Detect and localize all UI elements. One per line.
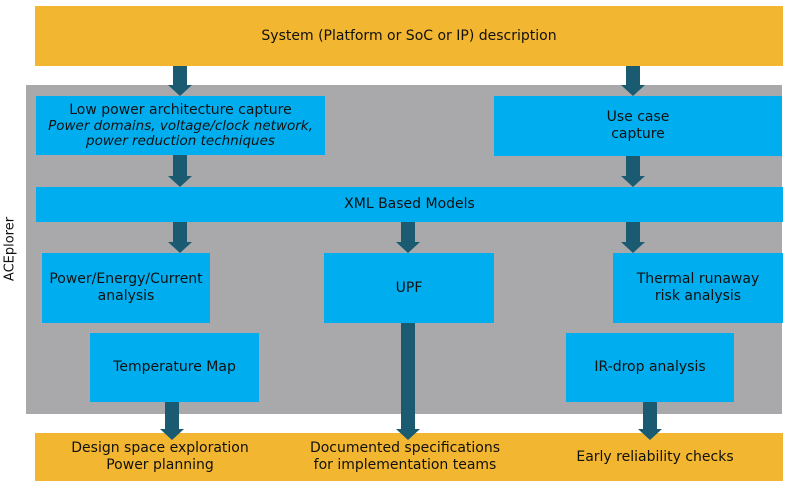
arrow-irdrop-to-output xyxy=(638,402,662,440)
output-specs-line1: Documented specifications xyxy=(309,440,501,456)
output-design-space: Design space exploration Power planning xyxy=(40,433,280,481)
system-description-bar: System (Platform or SoC or IP) descripti… xyxy=(35,6,783,66)
low-power-architecture-capture-box: Low power architecture capture Power dom… xyxy=(36,96,325,155)
arrow-system-to-usecase xyxy=(621,66,645,96)
upf-box: UPF xyxy=(324,253,494,323)
ir-drop-label: IR-drop analysis xyxy=(594,359,706,375)
output-design-space-line1: Design space exploration xyxy=(71,440,249,456)
thermal-box-line2: risk analysis xyxy=(654,288,742,304)
arrow-xml-to-power xyxy=(168,222,192,253)
arrow-tempmap-to-output xyxy=(160,402,184,440)
system-description-label: System (Platform or SoC or IP) descripti… xyxy=(261,27,557,44)
xml-based-models-bar: XML Based Models xyxy=(36,187,783,222)
output-documented-specs: Documented specifications for implementa… xyxy=(290,433,520,481)
temperature-map-label: Temperature Map xyxy=(113,359,236,375)
use-case-line2: capture xyxy=(611,126,665,142)
output-power-planning-line2: Power planning xyxy=(106,457,214,473)
power-box-line1: Power/Energy/Current xyxy=(49,271,203,287)
output-early-reliability: Early reliability checks xyxy=(540,433,770,481)
upf-label: UPF xyxy=(395,279,423,296)
outputs-bar xyxy=(35,433,783,481)
output-specs-line2: for implementation teams xyxy=(313,457,497,473)
ir-drop-analysis-box: IR-drop analysis xyxy=(566,333,734,402)
capture-left-subtitle-line1: Power domains, voltage/clock network, xyxy=(48,118,313,134)
arrow-usecase-to-xml xyxy=(621,156,645,187)
arrow-upf-to-output xyxy=(396,323,420,440)
thermal-runaway-box: Thermal runaway risk analysis xyxy=(613,253,783,323)
thermal-box-line1: Thermal runaway xyxy=(636,271,760,287)
capture-left-title: Low power architecture capture xyxy=(69,102,292,118)
power-box-line2: analysis xyxy=(97,288,155,304)
arrow-xml-to-upf xyxy=(396,222,420,253)
use-case-line1: Use case xyxy=(606,109,670,125)
capture-left-subtitle-line2: power reduction techniques xyxy=(86,133,275,149)
power-energy-current-box: Power/Energy/Current analysis xyxy=(42,253,210,323)
output-reliability-label: Early reliability checks xyxy=(576,448,734,465)
xml-based-models-label: XML Based Models xyxy=(344,196,475,212)
use-case-capture-box: Use case capture xyxy=(494,96,782,156)
arrow-xml-to-thermal xyxy=(621,222,645,253)
arrow-capture-to-xml xyxy=(168,155,192,187)
arrow-system-to-capture xyxy=(168,66,192,96)
temperature-map-box: Temperature Map xyxy=(90,333,259,402)
